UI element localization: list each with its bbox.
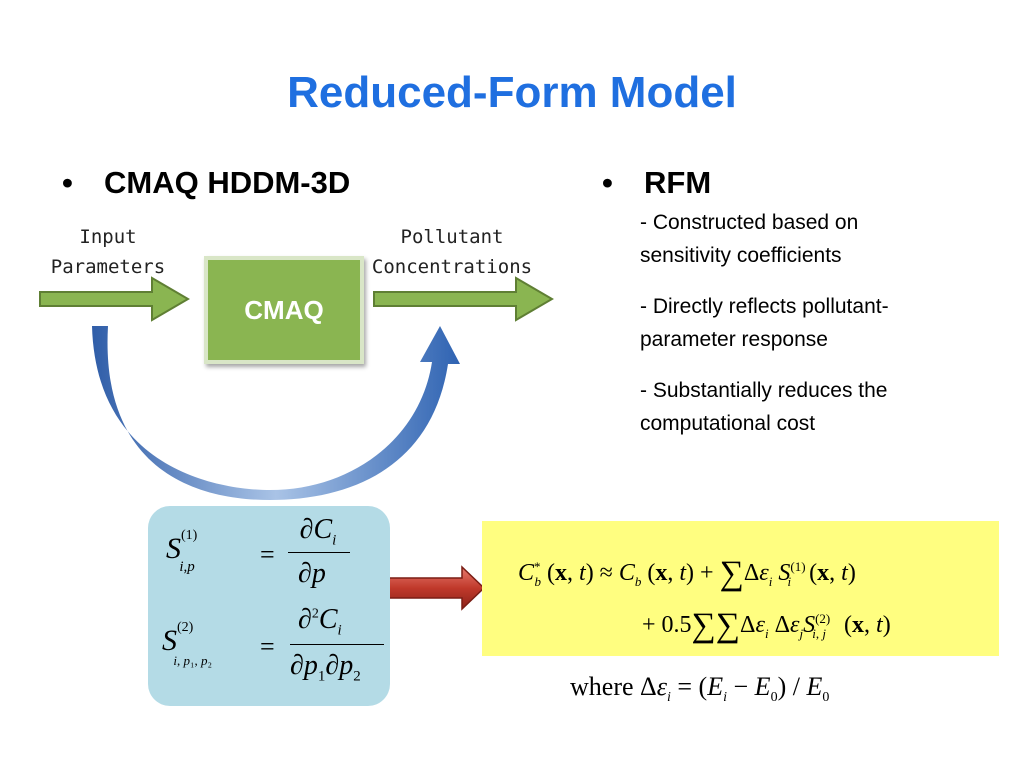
cmaq-model-label: CMAQ (244, 294, 324, 325)
where-definition: where Δεi = (Ei − E0) / E0 (570, 672, 830, 706)
input-label-line1: Input (79, 226, 137, 248)
fraction-denominator: ∂p1∂p2 (290, 650, 361, 685)
rfm-formula-box: C*b(x, t) ≈ Cb (x, t) + ∑Δεi S(1)i(x, t)… (482, 521, 999, 656)
output-label-line2: Concentrations (371, 256, 533, 278)
output-arrow (373, 276, 554, 322)
where-word: where (570, 672, 634, 701)
first-order-sensitivity-equation: S(1)i,p (166, 528, 198, 575)
left-bullet: • CMAQ HDDM-3D (62, 165, 350, 201)
rfm-formula-line2: + 0.5∑∑Δεi ΔεjS(2)i, j(x, t) (642, 607, 891, 644)
fraction-denominator: ∂p (298, 558, 326, 589)
left-bullet-text: CMAQ HDDM-3D (104, 165, 351, 200)
fraction-bar (290, 644, 384, 645)
bullet-dot-icon: • (602, 165, 613, 200)
cmaq-model-box: CMAQ (204, 256, 364, 364)
equals-sign: = (260, 540, 275, 569)
rfm-point: - Constructed based on sensitivity coeff… (640, 211, 859, 267)
fraction-bar (288, 552, 350, 553)
rfm-point: - Directly reflects pollutant-parameter … (640, 295, 889, 351)
input-label-line2: Parameters (50, 256, 166, 278)
bullet-dot-icon: • (62, 165, 73, 200)
rfm-point: - Substantially reduces the computationa… (640, 379, 888, 435)
input-arrow (39, 276, 190, 322)
red-arrow (377, 565, 486, 611)
sensitivity-definitions-box: S(1)i,p = ∂Ci ∂p S(2)i, p₁, p₂ = ∂2Ci ∂p… (148, 506, 390, 706)
right-bullet: • RFM (602, 165, 711, 201)
fraction-numerator: ∂2Ci (298, 604, 342, 639)
equals-sign: = (260, 632, 275, 661)
rfm-point-list: - Constructed based on sensitivity coeff… (640, 206, 940, 458)
second-order-sensitivity-equation: S(2)i, p₁, p₂ (162, 620, 213, 668)
rfm-formula-line1: C*b(x, t) ≈ Cb (x, t) + ∑Δεi S(1)i(x, t) (518, 555, 856, 592)
fraction-numerator: ∂Ci (299, 514, 337, 549)
output-label-line1: Pollutant (400, 226, 504, 248)
right-bullet-text: RFM (644, 165, 712, 200)
slide-title: Reduced-Form Model (287, 68, 737, 117)
